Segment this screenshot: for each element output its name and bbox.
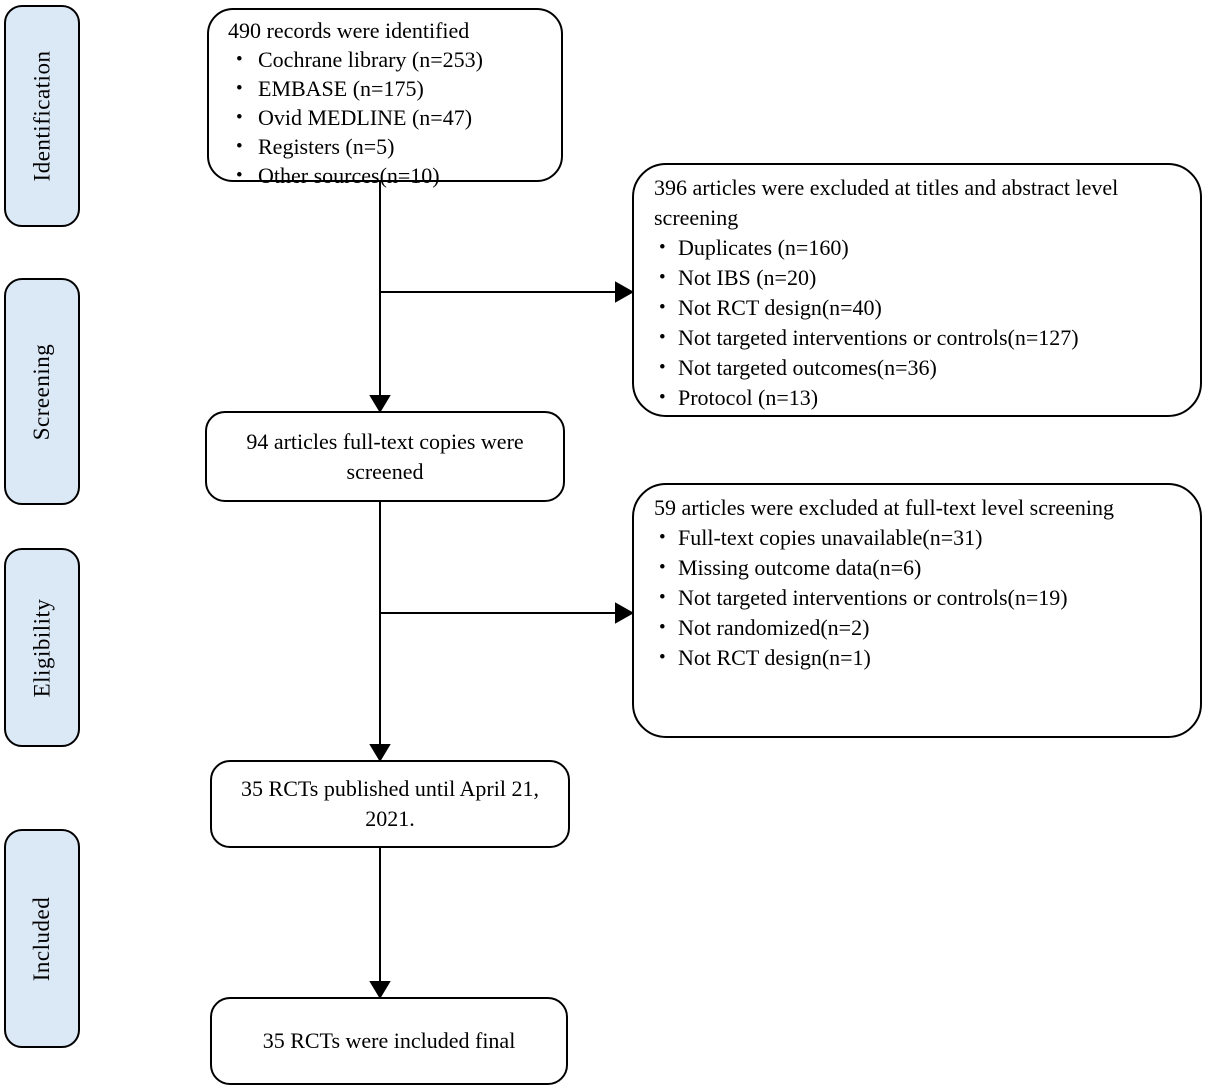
bullet-icon: • <box>236 107 243 128</box>
list-item-text: Duplicates (n=160) <box>678 235 849 260</box>
list-item: • Not targeted interventions or controls… <box>654 583 1172 613</box>
list-item-text: Not randomized(n=2) <box>678 615 870 640</box>
list-item-text: Cochrane library (n=253) <box>258 47 483 72</box>
title-abstract-exclusion-list: • Duplicates (n=160) • Not IBS (n=20) • … <box>654 233 1172 413</box>
list-item: • Duplicates (n=160) <box>654 233 1172 263</box>
list-item: • Missing outcome data(n=6) <box>654 553 1172 583</box>
list-item-text: Not RCT design(n=1) <box>678 645 871 670</box>
fulltext-exclusion-title: 59 articles were excluded at full-text l… <box>654 495 1114 520</box>
list-item: • Full-text copies unavailable(n=31) <box>654 523 1172 553</box>
list-item-text: Registers (n=5) <box>258 134 395 159</box>
list-item-text: EMBASE (n=175) <box>258 76 424 101</box>
list-item: • Not targeted outcomes(n=36) <box>654 353 1172 383</box>
bullet-icon: • <box>659 267 666 288</box>
list-item: • Registers (n=5) <box>228 132 551 161</box>
bullet-icon: • <box>236 49 243 70</box>
bullet-icon: • <box>659 387 666 408</box>
list-item: • EMBASE (n=175) <box>228 74 551 103</box>
arrowhead-right-2 <box>615 602 635 624</box>
bullet-icon: • <box>236 165 243 186</box>
fulltext-exclusion-box: 59 articles were excluded at full-text l… <box>632 483 1202 738</box>
list-item: • Ovid MEDLINE (n=47) <box>228 103 551 132</box>
list-item: • Protocol (n=13) <box>654 383 1172 413</box>
fulltext-screened-text: 94 articles full-text copies were screen… <box>246 428 524 484</box>
title-abstract-exclusion-title: 396 articles were excluded at titles and… <box>654 175 1119 230</box>
list-item: • Cochrane library (n=253) <box>228 45 551 74</box>
list-item-text: Missing outcome data(n=6) <box>678 555 922 580</box>
stage-eligibility: Eligibility <box>4 548 80 747</box>
list-item: • Not IBS (n=20) <box>654 263 1172 293</box>
rcts-published-text: 35 RCTs published until April 21, 2021. <box>241 776 539 831</box>
bullet-icon: • <box>659 327 666 348</box>
bullet-icon: • <box>659 527 666 548</box>
bullet-icon: • <box>659 357 666 378</box>
stage-identification: Identification <box>4 5 80 227</box>
list-item-text: Not RCT design(n=40) <box>678 295 882 320</box>
bullet-icon: • <box>659 297 666 318</box>
bullet-icon: • <box>659 587 666 608</box>
list-item-text: Full-text copies unavailable(n=31) <box>678 525 983 550</box>
arrowhead-down-1 <box>369 395 391 413</box>
stage-included: Included <box>4 829 80 1048</box>
bullet-icon: • <box>659 557 666 578</box>
records-identified-box: 490 records were identified • Cochrane l… <box>207 8 563 188</box>
bullet-icon: • <box>659 237 666 258</box>
list-item-text: Other sources(n=10) <box>258 163 440 188</box>
bullet-icon: • <box>659 617 666 638</box>
list-item-text: Not targeted interventions or controls(n… <box>678 325 1079 350</box>
bullet-icon: • <box>236 136 243 157</box>
records-identified-list: • Cochrane library (n=253) • EMBASE (n=1… <box>228 45 551 190</box>
rcts-published-box: 35 RCTs published until April 21, 2021. <box>210 760 570 848</box>
list-item-text: Ovid MEDLINE (n=47) <box>258 105 473 130</box>
fulltext-exclusion-list: • Full-text copies unavailable(n=31) • M… <box>654 523 1172 673</box>
rcts-included-text: 35 RCTs were included final <box>262 1028 516 1053</box>
rcts-included-box: 35 RCTs were included final <box>210 997 568 1085</box>
stage-screening: Screening <box>4 278 80 505</box>
stage-eligibility-label: Eligibility <box>29 598 54 697</box>
arrowhead-right-1 <box>615 281 635 303</box>
list-item-text: Not IBS (n=20) <box>678 265 817 290</box>
list-item: • Not targeted interventions or controls… <box>654 323 1172 353</box>
stage-screening-label: Screening <box>29 343 54 440</box>
list-item-text: Protocol (n=13) <box>678 385 819 410</box>
list-item: • Not RCT design(n=1) <box>654 643 1172 673</box>
bullet-icon: • <box>236 78 243 99</box>
list-item-text: Not targeted outcomes(n=36) <box>678 355 937 380</box>
list-item: • Not RCT design(n=40) <box>654 293 1172 323</box>
title-abstract-exclusion-box: 396 articles were excluded at titles and… <box>632 163 1202 417</box>
list-item: • Not randomized(n=2) <box>654 613 1172 643</box>
arrowhead-down-3 <box>369 981 391 999</box>
stage-included-label: Included <box>29 896 54 981</box>
stage-identification-label: Identification <box>29 50 54 182</box>
bullet-icon: • <box>659 647 666 668</box>
list-item: • Other sources(n=10) <box>228 161 551 190</box>
records-identified-title: 490 records were identified <box>228 18 470 43</box>
arrowhead-down-2 <box>369 744 391 762</box>
list-item-text: Not targeted interventions or controls(n… <box>678 585 1068 610</box>
fulltext-screened-box: 94 articles full-text copies were screen… <box>205 411 565 502</box>
